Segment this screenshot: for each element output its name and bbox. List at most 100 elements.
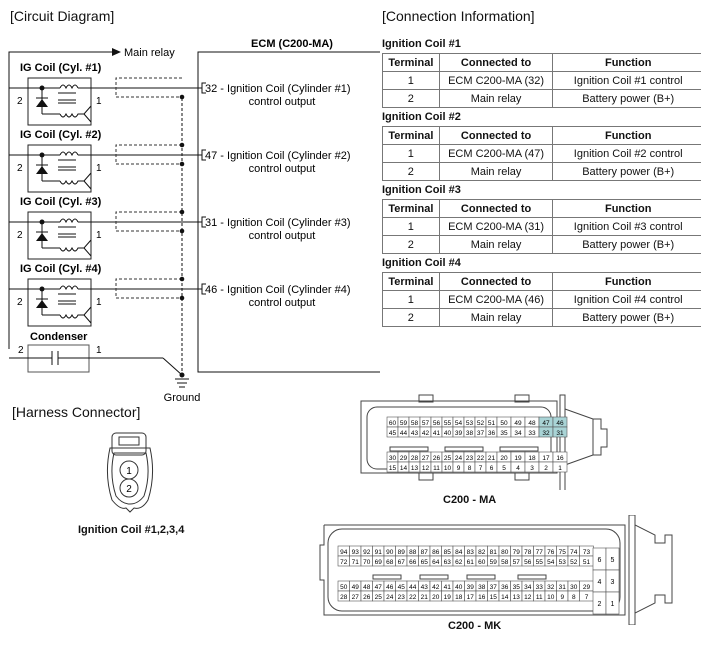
mk-pin-label: 66 <box>409 559 417 566</box>
column-header: Terminal <box>382 53 440 72</box>
mk-pin-label: 17 <box>467 594 475 601</box>
mk-pin-label: 52 <box>570 559 578 566</box>
ma-pin-label: 8 <box>468 465 472 472</box>
ecm-pin-desc: control output <box>249 230 316 242</box>
mk-pin-label: 46 <box>386 584 394 591</box>
ma-pin-label: 27 <box>422 455 430 462</box>
ma-pin-label: 31 <box>556 430 564 437</box>
coil-pin-1-label: 1 <box>126 466 132 477</box>
mk-pin-label: 13 <box>513 594 521 601</box>
main-relay-label: Main relay <box>124 47 175 59</box>
table-cell: 1 <box>382 71 440 90</box>
ma-pin-label: 4 <box>516 465 520 472</box>
mk-pin-label: 6 <box>598 557 602 564</box>
mk-pin-label: 77 <box>536 549 544 556</box>
mk-pin-label: 20 <box>432 594 440 601</box>
mk-pin-label: 93 <box>352 549 360 556</box>
mk-pin-label: 51 <box>583 559 591 566</box>
table-cell: ECM C200-MA (32) <box>438 71 554 90</box>
mk-pin-label: 47 <box>375 584 383 591</box>
ma-pin-label: 49 <box>514 420 522 427</box>
mk-pin-label: 49 <box>352 584 360 591</box>
ma-pin-label: 25 <box>444 455 452 462</box>
mk-pin-label: 89 <box>398 549 406 556</box>
mk-pin-label: 9 <box>560 594 564 601</box>
column-header: Connected to <box>438 199 554 218</box>
mk-pin-label: 22 <box>409 594 417 601</box>
mk-pin-label: 26 <box>363 594 371 601</box>
mk-pin-label: 42 <box>432 584 440 591</box>
ma-pin-label: 5 <box>502 465 506 472</box>
table-cell: ECM C200-MA (47) <box>438 144 554 163</box>
table-cell: ECM C200-MA (46) <box>438 290 554 309</box>
mk-pin-label: 64 <box>432 559 440 566</box>
ma-pin-label: 10 <box>444 465 452 472</box>
ma-pin-label: 23 <box>466 455 474 462</box>
coil-pin-left: 2 <box>17 230 23 241</box>
ma-pin-label: 37 <box>477 430 485 437</box>
ma-pin-label: 60 <box>389 420 397 427</box>
mk-pin-label: 54 <box>547 559 555 566</box>
circuit-diagram-title: [Circuit Diagram] <box>10 8 115 24</box>
table-cell: Ignition Coil #4 control <box>552 290 701 309</box>
ma-pin-label: 52 <box>477 420 485 427</box>
table-cell: Ignition Coil #1 control <box>552 71 701 90</box>
ecm-pin-label: 47 - Ignition Coil (Cylinder #2) <box>205 150 351 162</box>
ma-pin-label: 51 <box>488 420 496 427</box>
table-cell: 2 <box>382 308 440 327</box>
mk-pin-label: 3 <box>611 579 615 586</box>
mk-pin-label: 86 <box>432 549 440 556</box>
mk-pin-label: 67 <box>398 559 406 566</box>
ma-pin-label: 41 <box>433 430 441 437</box>
table-cell: 1 <box>382 217 440 236</box>
ecm-pin-desc: control output <box>249 297 316 309</box>
ma-pin-label: 9 <box>457 465 461 472</box>
mk-pin-label: 81 <box>490 549 498 556</box>
mk-pin-label: 43 <box>421 584 429 591</box>
coil-pin-right: 1 <box>96 297 102 308</box>
mk-pin-label: 29 <box>583 584 591 591</box>
mk-pin-label: 61 <box>467 559 475 566</box>
mk-pin-label: 45 <box>398 584 406 591</box>
table-title: Ignition Coil #1 <box>382 38 461 50</box>
mk-pin-label: 12 <box>524 594 532 601</box>
mk-pin-label: 68 <box>386 559 394 566</box>
coil-label: IG Coil (Cyl. #4) <box>20 263 102 275</box>
main-relay-bus-wire <box>8 51 112 349</box>
table-cell: Main relay <box>438 89 554 108</box>
table-title: Ignition Coil #2 <box>382 111 461 123</box>
mk-pin-label: 39 <box>467 584 475 591</box>
coil-harness-connector: 1 2 <box>106 432 154 513</box>
mk-pin-label: 16 <box>478 594 486 601</box>
coil-pin-left: 2 <box>17 96 23 107</box>
ma-pin-label: 42 <box>422 430 430 437</box>
mk-pin-label: 58 <box>501 559 509 566</box>
ecm-title: ECM (C200-MA) <box>251 38 333 50</box>
coil-label: IG Coil (Cyl. #1) <box>20 62 102 74</box>
ma-pin-label: 15 <box>389 465 397 472</box>
table-cell: Battery power (B+) <box>552 162 701 181</box>
ma-pin-label: 55 <box>444 420 452 427</box>
coil-pin-right: 1 <box>96 96 102 107</box>
ma-pin-1 <box>552 461 568 473</box>
coil-pin-right: 1 <box>96 163 102 174</box>
mk-pin-label: 80 <box>501 549 509 556</box>
table-cell: Ignition Coil #3 control <box>552 217 701 236</box>
mk-pin-label: 37 <box>490 584 498 591</box>
mk-pin-label: 82 <box>478 549 486 556</box>
harness-connector-title: [Harness Connector] <box>12 404 141 420</box>
ma-pin-label: 48 <box>528 420 536 427</box>
column-header: Connected to <box>438 126 554 145</box>
ma-pin-label: 36 <box>488 430 496 437</box>
ma-pin-label: 45 <box>389 430 397 437</box>
ma-pin-label: 2 <box>544 465 548 472</box>
